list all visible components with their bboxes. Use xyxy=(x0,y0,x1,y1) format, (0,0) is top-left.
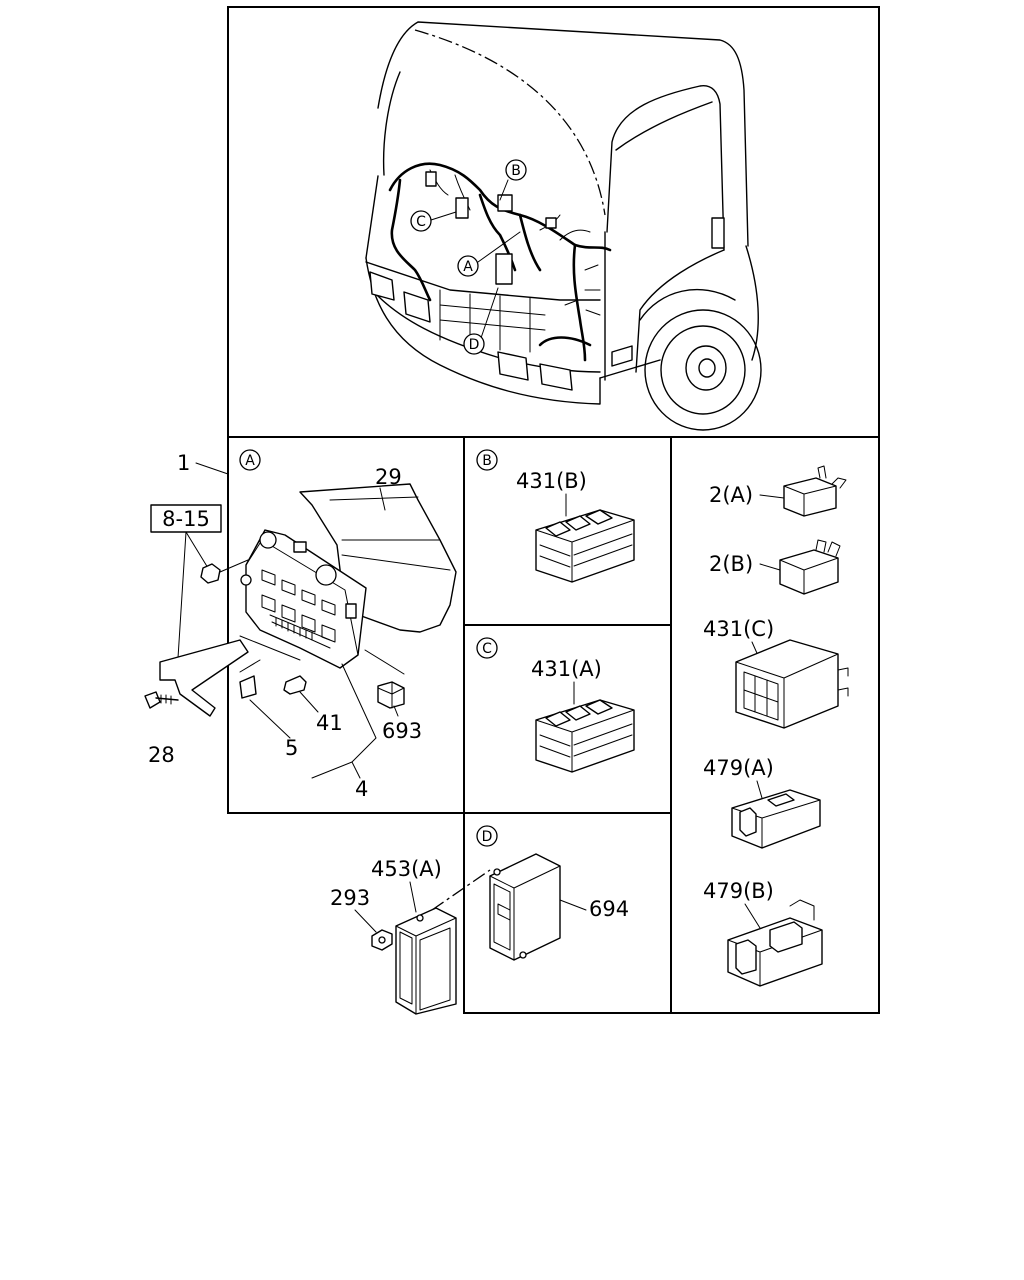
label-part-5: 5 xyxy=(285,736,298,760)
panel-frames xyxy=(227,6,880,1014)
label-part-479a: 479(A) xyxy=(703,756,774,780)
label-part-1: 1 xyxy=(177,451,190,475)
label-part-2b: 2(B) xyxy=(709,552,753,576)
connector-431c xyxy=(735,639,849,729)
bolt-28 xyxy=(144,691,179,709)
callout-a-overview: A xyxy=(457,255,479,277)
label-part-29: 29 xyxy=(375,465,402,489)
fog-lamp xyxy=(497,351,529,381)
connector-431a xyxy=(535,699,635,773)
left-headlamp xyxy=(369,271,395,301)
callout-b-label: B xyxy=(511,163,521,179)
bracket-part xyxy=(159,639,249,717)
label-part-8-15: 8-15 xyxy=(162,507,210,531)
label-part-4: 4 xyxy=(355,777,368,801)
callout-c-overview: C xyxy=(410,210,432,232)
side-marker xyxy=(611,345,633,367)
connector-479b xyxy=(727,899,823,987)
control-unit-694 xyxy=(489,853,561,961)
cover-part-29 xyxy=(299,483,457,633)
panel-b-callout-label: B xyxy=(482,453,492,469)
label-part-2a: 2(A) xyxy=(709,483,753,507)
panel-c-callout-label: C xyxy=(482,641,492,657)
harness-connector-c xyxy=(455,197,469,219)
label-part-694: 694 xyxy=(589,897,629,921)
label-box-8-15 xyxy=(150,504,222,533)
label-part-453a: 453(A) xyxy=(371,857,442,881)
label-part-693: 693 xyxy=(382,719,422,743)
right-headlamp xyxy=(539,363,573,391)
truck-cab-drawing xyxy=(365,21,762,431)
panel-a-callout-label: A xyxy=(245,453,255,469)
callout-b-overview: B xyxy=(505,159,527,181)
label-part-431b: 431(B) xyxy=(516,469,587,493)
label-part-41: 41 xyxy=(316,711,343,735)
relay-2a xyxy=(783,465,847,517)
label-part-293: 293 xyxy=(330,886,370,910)
fuse-box xyxy=(240,529,367,669)
connector-431b xyxy=(535,509,635,583)
fuse-part-41 xyxy=(283,675,307,695)
connector-479a xyxy=(731,789,821,849)
harness-connector-b xyxy=(497,194,513,212)
side-parts-panel xyxy=(670,436,880,1014)
panel-d-callout: D xyxy=(476,825,498,847)
panel-a-callout: A xyxy=(239,449,261,471)
callout-a-label: A xyxy=(463,259,473,275)
wire-harness xyxy=(388,162,612,362)
wheel xyxy=(644,309,762,431)
detail-panel-d xyxy=(463,812,672,1014)
panel-b-callout: B xyxy=(476,449,498,471)
panel-c-callout: C xyxy=(476,637,498,659)
callout-c-label: C xyxy=(416,214,426,230)
panel-d-callout-label: D xyxy=(482,829,493,845)
label-part-431c: 431(C) xyxy=(703,617,774,641)
nut-part xyxy=(200,563,221,584)
callout-d-label: D xyxy=(469,337,480,353)
label-part-431a: 431(A) xyxy=(531,657,602,681)
relay-part-693 xyxy=(377,681,405,709)
label-part-479b: 479(B) xyxy=(703,879,774,903)
relay-2b xyxy=(779,539,841,595)
control-unit-453a xyxy=(395,907,457,1015)
left-lamp xyxy=(403,291,431,323)
harness-connector-d xyxy=(495,253,513,285)
door-handle xyxy=(711,217,725,249)
fuse-part-5 xyxy=(239,675,257,699)
label-part-28: 28 xyxy=(148,743,175,767)
callout-d-overview: D xyxy=(463,333,485,355)
